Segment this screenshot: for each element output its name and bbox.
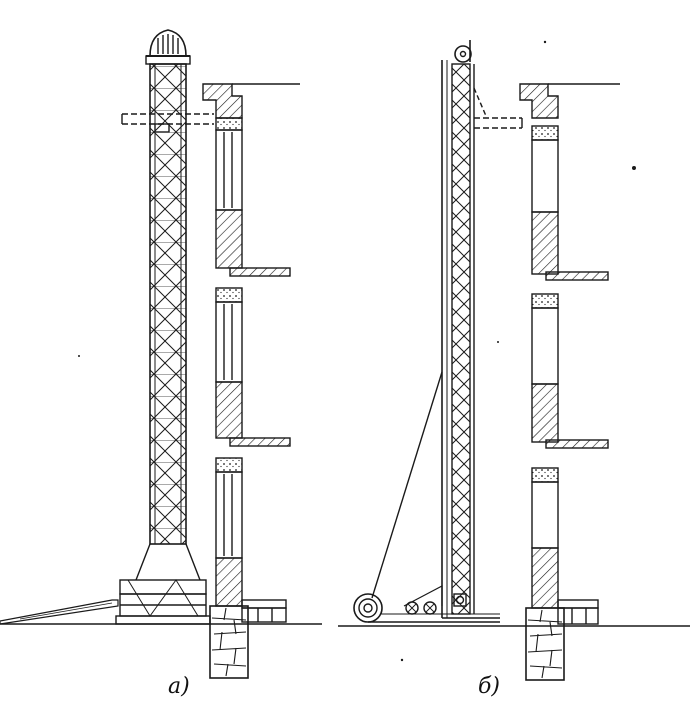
drawing-a	[0, 29, 322, 679]
hoist-base-a	[115, 543, 211, 625]
winch-drum-b	[353, 593, 500, 623]
lattice-mast-a	[149, 63, 187, 545]
drawing-b	[78, 40, 690, 681]
caption-b: б)	[478, 674, 501, 699]
upper-cantilever-a	[121, 113, 214, 133]
hoist-base-b	[403, 585, 500, 619]
top-pulley-b	[454, 40, 472, 63]
guy-line-b	[371, 371, 443, 599]
building-wall-a	[202, 83, 300, 679]
upper-outrigger-b	[473, 87, 523, 129]
lattice-mast-b	[441, 60, 475, 618]
building-wall-b	[519, 83, 620, 681]
paper-specks	[78, 40, 636, 662]
caption-a: а)	[168, 674, 190, 699]
hoist-head-a	[145, 29, 191, 65]
ramp	[0, 599, 119, 625]
